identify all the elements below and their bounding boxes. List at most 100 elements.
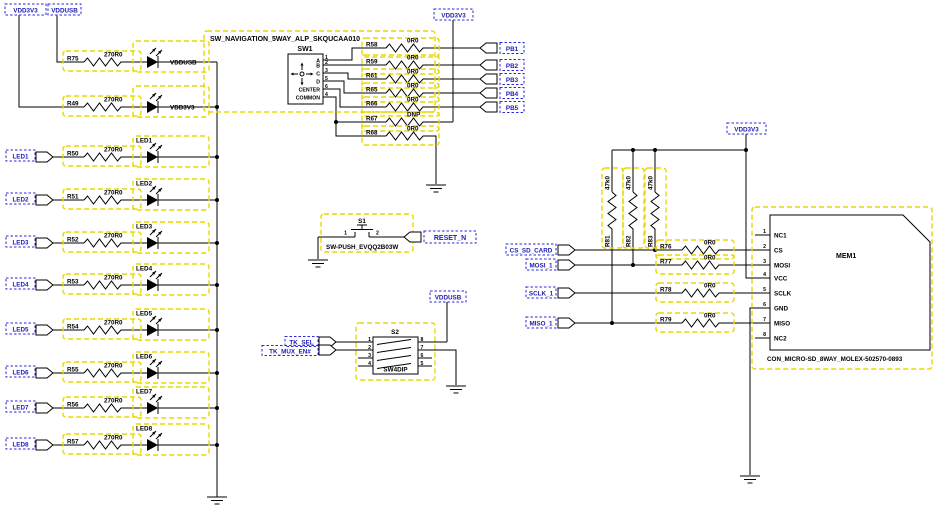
resistor-R78[interactable]: R78 0R0 — [655, 282, 735, 303]
resistor-R68[interactable]: R68 0R0 — [361, 125, 440, 146]
resistor-ref: R49 — [67, 101, 79, 108]
resistor-R57[interactable]: R57 270R0 — [62, 433, 142, 455]
resistor-R55[interactable]: R55 270R0 — [62, 361, 142, 383]
port-led5[interactable]: LED5 — [5, 322, 54, 336]
port-led1[interactable]: LED1 — [5, 149, 54, 163]
resistor-R77[interactable]: R77 0R0 — [655, 254, 735, 275]
nav-switch-group[interactable]: SW_NAVIGATION_5WAY_ALP_SKQUCAA010 SW1 A … — [203, 30, 436, 113]
dip-switch-S2[interactable]: S2 SW4DIP 1 2 3 4 8 7 6 5 — [355, 322, 436, 381]
svg-text:270R0: 270R0 — [104, 147, 123, 154]
resistor-R76[interactable]: R76 0R0 — [655, 239, 735, 260]
port-led3[interactable]: LED3 — [5, 235, 54, 249]
resistor-R75[interactable]: R75 270R0 — [62, 50, 142, 72]
led-vdd3v3[interactable]: VDD3V3 — [132, 85, 210, 118]
port-arrow-icon — [557, 244, 576, 256]
svg-text:2: 2 — [376, 231, 379, 237]
svg-text:R51: R51 — [67, 194, 79, 201]
svg-text:A: A — [316, 59, 320, 65]
svg-text:B: B — [316, 64, 320, 70]
resistor-R61[interactable]: R61 0R0 — [361, 68, 440, 89]
resistor-R67[interactable]: R67 DNP — [361, 111, 440, 132]
port-tk-mux-en[interactable]: TK_MUX_EN# — [261, 344, 337, 356]
nav-part-title: SW_NAVIGATION_5WAY_ALP_SKQUCAA010 — [210, 36, 360, 43]
led-icon — [146, 185, 163, 207]
led-7[interactable]: LED7 — [132, 386, 210, 419]
svg-text:MOSI_1: MOSI_1 — [529, 263, 553, 270]
resistor-R65[interactable]: R65 0R0 — [361, 82, 440, 103]
svg-text:MOSI: MOSI — [774, 263, 790, 270]
led-1[interactable]: LED1 — [132, 135, 210, 168]
svg-text:R65: R65 — [366, 87, 378, 94]
resistor-R51[interactable]: R51 270R0 — [62, 188, 142, 210]
svg-text:R50: R50 — [67, 151, 79, 158]
svg-text:R76: R76 — [660, 244, 672, 251]
port-tk-sel[interactable]: TK_SEL — [284, 336, 337, 348]
svg-text:COMMON: COMMON — [296, 96, 320, 102]
resistor-R66[interactable]: R66 0R0 — [361, 96, 440, 117]
svg-text:MISO: MISO — [774, 321, 790, 328]
svg-text:3: 3 — [763, 259, 766, 265]
resistor-R58[interactable]: R58 0R0 — [361, 37, 440, 58]
port-led8[interactable]: LED8 — [5, 437, 54, 451]
port-arrow-icon — [35, 151, 54, 163]
svg-text:270R0: 270R0 — [104, 275, 123, 282]
svg-text:MISO_1: MISO_1 — [529, 321, 553, 328]
svg-text:R53: R53 — [67, 279, 79, 286]
resistor-R49[interactable]: R49 270R0 — [62, 95, 142, 117]
port-led4[interactable]: LED4 — [5, 277, 54, 291]
port-pb4[interactable]: PB4 — [479, 87, 525, 99]
port-pb3[interactable]: PB3 — [479, 73, 525, 85]
svg-text:0R0: 0R0 — [407, 97, 419, 104]
svg-text:R59: R59 — [366, 59, 378, 66]
power-flag-vdd3v3-nav[interactable]: VDD3V3 — [433, 8, 474, 21]
svg-text:R78: R78 — [660, 287, 672, 294]
port-pb1[interactable]: PB1 — [479, 42, 525, 54]
led-icon — [146, 430, 163, 452]
svg-text:47k0: 47k0 — [648, 175, 655, 190]
push-part: SW-PUSH_EVQQ2B03W — [326, 244, 398, 251]
port-cs-sd-card[interactable]: CS_SD_CARD — [505, 243, 576, 256]
svg-text:270R0: 270R0 — [104, 190, 123, 197]
port-pb2[interactable]: PB2 — [479, 59, 525, 71]
port-mosi[interactable]: MOSI_1 — [525, 258, 576, 271]
resistor-R53[interactable]: R53 270R0 — [62, 273, 142, 295]
led-3[interactable]: LED3 — [132, 221, 210, 254]
sd-connector-MEM1[interactable]: MEM1 CON_MICRO-SD_8WAY_MOLEX-502570-0893… — [751, 206, 933, 370]
svg-text:8: 8 — [763, 332, 766, 338]
resistor-R79[interactable]: R79 0R0 — [655, 312, 735, 333]
led-vddusb[interactable]: VDDUSB — [132, 40, 210, 73]
resistor-R82[interactable]: 47k0 R82 — [622, 167, 645, 249]
push-switch-S1[interactable]: S1 1 2 SW-PUSH_EVQQ2B03W — [320, 213, 414, 253]
svg-text:R81: R81 — [605, 235, 612, 247]
svg-text:0R0: 0R0 — [407, 126, 419, 133]
power-flag-vdd3v3-left[interactable]: VDD3V3 — [4, 3, 47, 16]
svg-text:270R0: 270R0 — [104, 320, 123, 327]
power-flag-vddusb-dip[interactable]: VDDUSB — [429, 290, 467, 303]
led-4[interactable]: LED4 — [132, 263, 210, 296]
mem1-ref: MEM1 — [836, 253, 856, 260]
port-reset-n[interactable]: RESET_N — [403, 230, 477, 244]
resistor-R54[interactable]: R54 270R0 — [62, 318, 142, 340]
resistor-R50[interactable]: R50 270R0 — [62, 145, 142, 167]
power-flag-vddusb-left[interactable]: VDDUSB — [47, 3, 82, 16]
svg-text:R56: R56 — [67, 402, 79, 409]
svg-text:D: D — [316, 80, 320, 86]
svg-text:0R0: 0R0 — [704, 283, 716, 290]
port-pb5[interactable]: PB5 — [479, 101, 525, 113]
led-5[interactable]: LED5 — [132, 308, 210, 341]
svg-text:0R0: 0R0 — [407, 55, 419, 62]
port-led6[interactable]: LED6 — [5, 365, 54, 379]
led-6[interactable]: LED6 — [132, 351, 210, 384]
led-2[interactable]: LED2 — [132, 178, 210, 211]
led-8[interactable]: LED8 — [132, 423, 210, 456]
power-flag-vdd3v3-sd[interactable]: VDD3V3 — [726, 122, 767, 135]
resistor-R56[interactable]: R56 270R0 — [62, 396, 142, 418]
mem1-body[interactable] — [769, 214, 931, 351]
sw1-body[interactable] — [287, 53, 324, 105]
port-miso[interactable]: MISO_1 — [525, 316, 576, 329]
resistor-R52[interactable]: R52 270R0 — [62, 231, 142, 253]
port-led7[interactable]: LED7 — [5, 400, 54, 414]
port-led2[interactable]: LED2 — [5, 192, 54, 206]
port-sclk[interactable]: SCLK_1 — [525, 286, 576, 299]
resistor-R59[interactable]: R59 0R0 — [361, 54, 440, 75]
